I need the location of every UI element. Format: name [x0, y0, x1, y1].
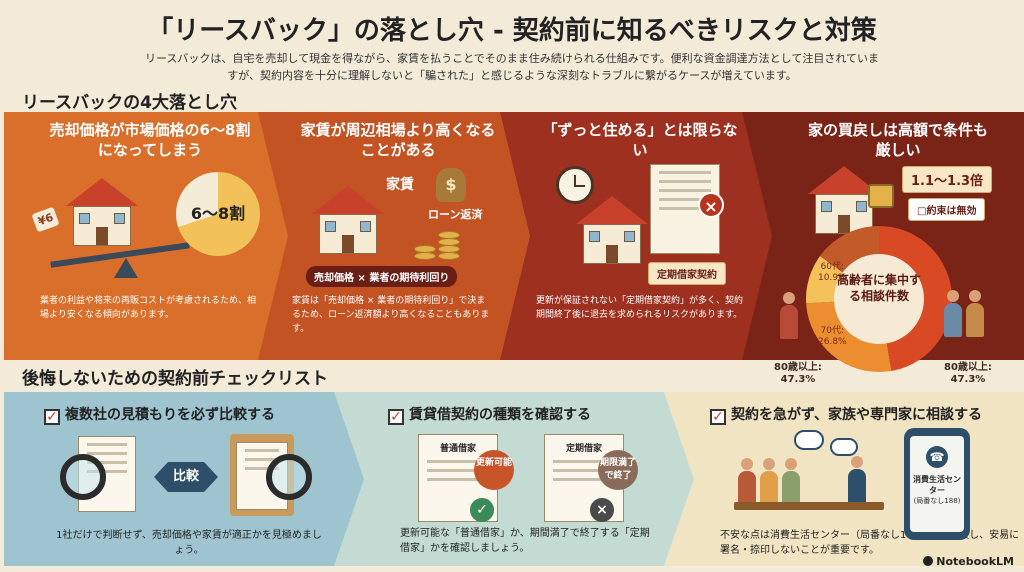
checklist-heading: 後悔しないための契約前チェックリスト — [22, 369, 328, 389]
family-member-icon — [760, 458, 778, 505]
segment-label: 70代:26.8% — [818, 326, 847, 347]
cross-icon: × — [698, 192, 724, 218]
expiry-seal: 期限満了で終了 — [598, 450, 638, 490]
consultation-donut-chart — [806, 226, 952, 372]
house-icon — [312, 186, 384, 254]
checklist-card-consult: ✓契約を急がず、家族や専門家に相談する 不安な点は消費生活センター（局番なし18… — [664, 392, 1024, 566]
checklist-title: ✓契約を急がず、家族や専門家に相談する — [710, 404, 982, 425]
checklist-title: ✓賃貸借契約の種類を確認する — [388, 404, 591, 425]
pitfall-card-rent: 家賃が周辺相場より高くなることがある 家賃 $ ローン返済 売却価格 × 業者の… — [258, 112, 538, 360]
compare-arrow-icon: 比較 — [154, 462, 218, 492]
phone-call-icon: ☎ — [926, 446, 948, 468]
elderly-woman-icon — [780, 292, 798, 339]
magnifier-icon — [266, 454, 312, 500]
pitfall-body: 業者の利益や将来の再販コストが考慮されるため、相場より安くなる傾向があります。 — [40, 296, 257, 320]
pitfall-card-tenure: 「ずっと住める」とは限らない × 定期借家契約 更新が保証されない「定期借家契約… — [500, 112, 780, 360]
pitfall-title: 売却価格が市場価格の6〜8割になってしまう — [49, 121, 251, 159]
pitfall-title: 「ずっと住める」とは限らない — [542, 121, 738, 159]
pitfall-body: 家賃は「売却価格 × 業者の期待利回り」で決まるため、ローン返済額より高くなるこ… — [292, 296, 490, 334]
fulcrum-icon — [114, 258, 138, 278]
checklist-card-compare: ✓複数社の見積もりを必ず比較する 比較 1社だけで判断せず、売却価格や家賃が適正… — [4, 392, 364, 566]
coin-icon — [414, 245, 436, 253]
coin-icon — [438, 252, 460, 260]
pitfall-card-price: 売却価格が市場価格の6〜8割になってしまう ¥6 6〜8割 業者の利益や将来の再… — [4, 112, 296, 360]
percentage-pie-icon — [176, 172, 260, 256]
pitfall-title: 家賃が周辺相場より高くなることがある — [300, 121, 496, 159]
speech-bubble-icon — [830, 438, 858, 456]
checklist-body: 不安な点は消費生活センター（局番なし188）等に相談し、安易に署名・捺印しないこ… — [720, 530, 1020, 556]
checklist-card-contract-type: ✓賃貸借契約の種類を確認する 普通借家 更新可能 ✓ 定期借家 期限満了で終了 … — [334, 392, 694, 566]
pitfall-title: 家の買戻しは高額で条件も厳しい — [807, 121, 988, 159]
contract-type-label: 定期借家契約 — [648, 262, 726, 285]
money-bag-icon: $ — [436, 168, 466, 202]
coin-icon — [438, 238, 460, 246]
donut-center-label: 高齢者に集中する相談件数 — [836, 273, 921, 303]
consumer-center-label: 消費生活センター — [913, 475, 961, 495]
elderly-man-icon — [944, 290, 962, 337]
notebooklm-icon — [923, 556, 934, 566]
page-title: 「リースバック」の落とし穴 - 契約前に知るべきリスクと対策 — [147, 16, 877, 46]
pitfalls-heading: リースバックの4大落とし穴 — [22, 93, 237, 113]
house-icon — [576, 196, 648, 264]
speech-bubble-icon — [794, 430, 824, 450]
percentage-badge: 6〜8割 — [190, 204, 246, 223]
pitfall-body: 更新が保証されない「定期借家契約」が多く、契約期間終了後に退去を求められるリスク… — [536, 296, 744, 320]
promise-invalid-label: □約束は無効 — [908, 198, 986, 221]
coin-icon — [438, 231, 460, 239]
magnifier-icon — [60, 454, 106, 500]
coin-icon — [414, 252, 436, 260]
elderly-man-icon — [966, 290, 984, 337]
consumer-center-phone-icon: ☎ 消費生活センター (局番なし188) — [904, 428, 970, 540]
segment-percentage-right: 80歳以上:47.3% — [944, 362, 992, 385]
loan-label: ローン返済 — [428, 208, 483, 221]
house-icon — [66, 178, 138, 246]
checkmark-icon: ✓ — [470, 498, 494, 522]
contract-document-icon — [650, 164, 720, 254]
formula-badge: 売却価格 × 業者の期待利回り — [306, 266, 458, 287]
segment-percentage-left: 80歳以上:47.3% — [774, 362, 822, 385]
advisor-icon — [848, 456, 866, 503]
brand-logo: NotebookLM — [923, 555, 1014, 568]
table-icon — [734, 502, 884, 510]
padlock-icon — [868, 184, 894, 208]
checklist-body: 1社だけで判断せず、売却価格や家賃が適正かを見極めましょう。 — [56, 530, 322, 556]
checklist-body: 更新可能な「普通借家」か、期間満了で終了する「定期借家」かを確認しましょう。 — [400, 528, 650, 554]
intro-text: リースバックは、自宅を売却して現金を得ながら、家賃を払うことでそのまま住み続けら… — [144, 52, 880, 82]
family-member-icon — [738, 458, 756, 505]
checklist-title: ✓複数社の見積もりを必ず比較する — [44, 404, 275, 425]
renewable-seal: 更新可能 — [474, 450, 514, 490]
rent-label: 家賃 — [386, 177, 414, 193]
checkbox-icon: ✓ — [710, 409, 726, 425]
multiplier-badge: 1.1〜1.3倍 — [902, 166, 993, 193]
segment-label: 60代:10.9% — [818, 262, 847, 283]
checkbox-icon: ✓ — [388, 409, 404, 425]
consumer-center-number: (局番なし188) — [913, 497, 961, 505]
cross-icon: × — [590, 498, 614, 522]
checkbox-icon: ✓ — [44, 409, 60, 425]
price-tag-icon: ¥6 — [31, 206, 60, 233]
coin-icon — [438, 245, 460, 253]
family-member-icon — [782, 458, 800, 505]
